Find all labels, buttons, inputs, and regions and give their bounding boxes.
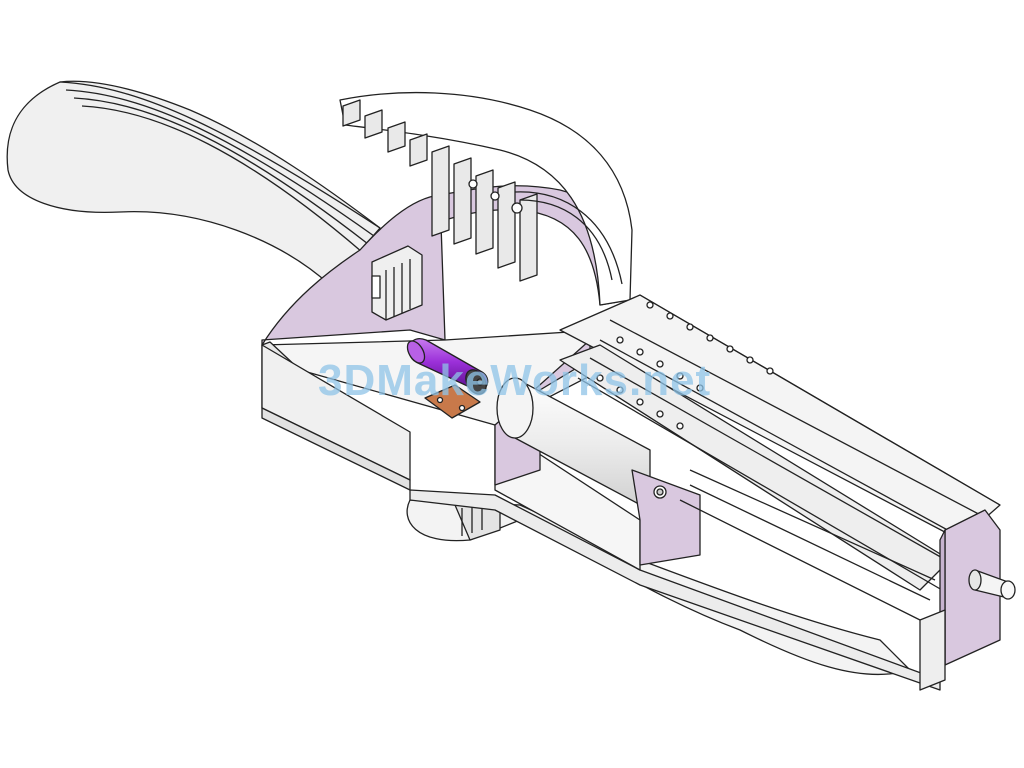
top-bracket-ribs: [339, 91, 633, 306]
handle-grip: [6, 80, 381, 286]
drive-cylinder: [496, 377, 701, 566]
output-shaft: [968, 569, 1016, 600]
rotating-barrel-assembly: [559, 294, 1001, 621]
front-end-plate: [919, 509, 1001, 691]
side-panel-block: [371, 245, 423, 321]
dc-motor: [406, 338, 489, 395]
motor-bracket: [424, 384, 481, 419]
